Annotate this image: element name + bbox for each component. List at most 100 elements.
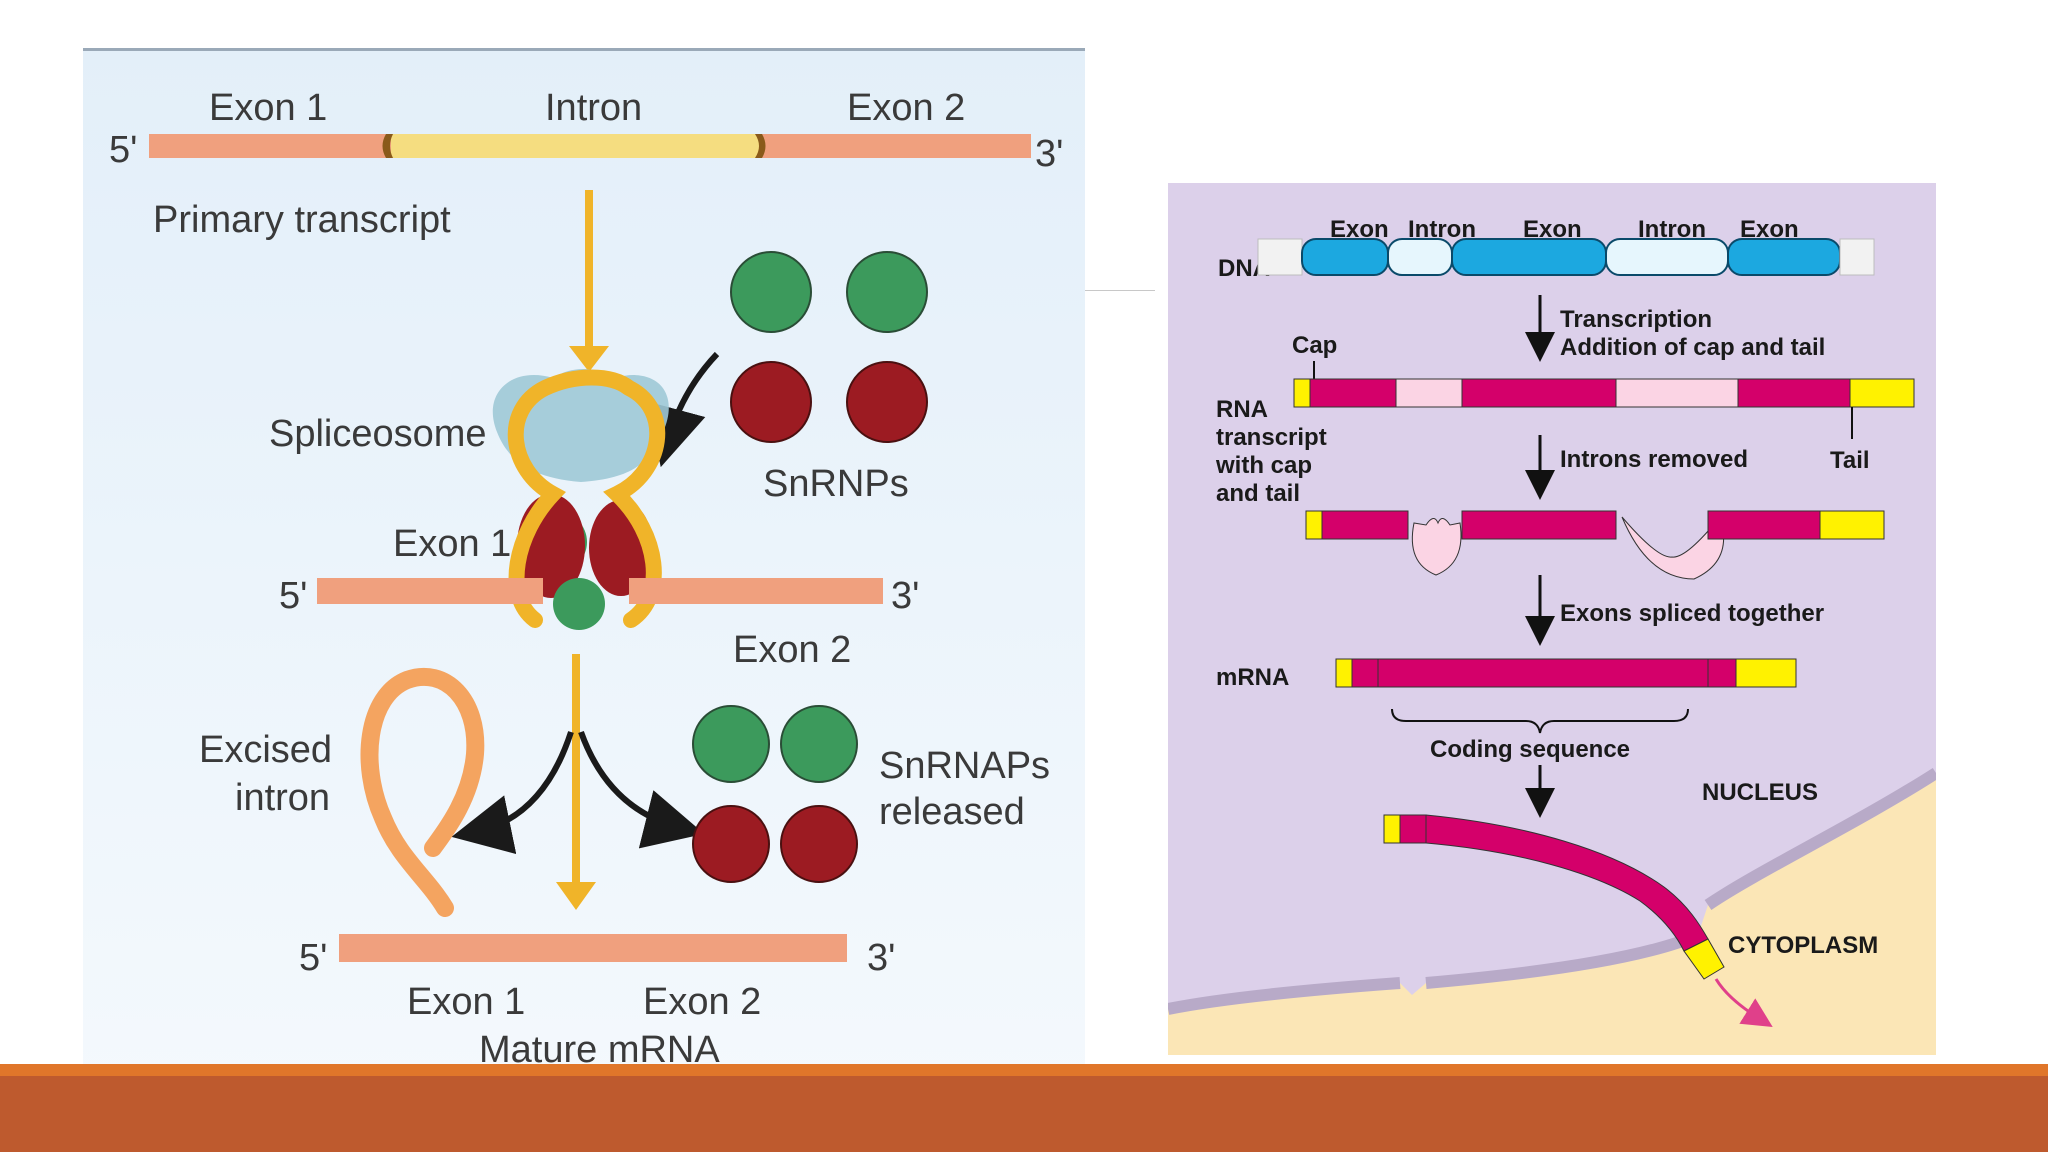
- top-exon2-bar: [761, 134, 1031, 158]
- bottom-exon1-label: Exon 1: [407, 981, 525, 1023]
- arrow-to-excised-intron: [451, 731, 574, 855]
- dna-exon-label-2: Exon: [1523, 216, 1582, 243]
- released-snrnp-green-1: [692, 705, 770, 783]
- mrna-coding: [1377, 658, 1709, 688]
- top-intron-label: Intron: [545, 87, 642, 129]
- rna-transcript-label-line2: transcript: [1216, 424, 1327, 451]
- top-exon2-label: Exon 2: [847, 87, 965, 129]
- excised-intron-label-line2: intron: [235, 777, 330, 819]
- intron-lariat-loop: [507, 369, 666, 628]
- dna-strand-right: [1839, 238, 1875, 276]
- transcription-label: Transcription: [1560, 306, 1712, 333]
- exported-mrna-tail: [1683, 938, 1725, 980]
- snrnp-join-arrow: [647, 351, 720, 468]
- splice-site-mark-left: [382, 134, 393, 158]
- snrnp-red-1: [730, 361, 812, 443]
- cap-tail-addition-label: Addition of cap and tail: [1560, 334, 1825, 361]
- snrnaps-released-label-line1: SnRNAPs: [879, 745, 1050, 787]
- rna-exon-2: [1461, 378, 1617, 408]
- rna-transcript-label-line4: and tail: [1216, 480, 1300, 507]
- left-panel-background: [83, 48, 1085, 1098]
- excised-intron-label-line1: Excised: [199, 729, 332, 771]
- spliced-exon-3: [1707, 510, 1821, 540]
- dna-intron-label-1: Intron: [1408, 216, 1476, 243]
- released-snrnp-green-2: [780, 705, 858, 783]
- spliceosome-green-unit-2: [553, 578, 605, 630]
- dna-strand-left: [1257, 238, 1303, 276]
- mature-mrna-bar: [339, 934, 847, 962]
- snrnaps-released-label-line2: released: [879, 791, 1025, 833]
- rna-intron-2: [1615, 378, 1739, 408]
- mrna-utr-left: [1351, 658, 1379, 688]
- cytoplasm-label: CYTOPLASM: [1728, 932, 1878, 959]
- dna-exon-3: [1727, 238, 1841, 276]
- dna-exon-label-3: Exon: [1740, 216, 1799, 243]
- gene-expression-diagram-right: DNA Exon Intron Exon Intron Exon Transcr…: [1168, 183, 1936, 1055]
- middle-exon1-bar: [317, 578, 543, 604]
- divider-line: [1085, 290, 1155, 291]
- top-5prime-label: 5': [109, 129, 137, 171]
- mrna-tail: [1735, 658, 1797, 688]
- left-panel-top-border: [83, 48, 1085, 51]
- excised-intron-1: [1411, 518, 1462, 576]
- top-intron-bar: [391, 134, 761, 158]
- rna-transcript-label-line1: RNA: [1216, 396, 1268, 423]
- released-snrnp-red-2: [780, 805, 858, 883]
- middle-5prime-label: 5': [279, 575, 307, 617]
- arrow-down-2-head: [556, 882, 596, 910]
- snrnps-label: SnRNPs: [763, 463, 909, 505]
- rna-exon-1: [1309, 378, 1397, 408]
- middle-exon2-label: Exon 2: [733, 629, 851, 671]
- mrna-utr-right: [1707, 658, 1737, 688]
- snrnp-red-2: [846, 361, 928, 443]
- splice-site-mark-right: [755, 134, 766, 158]
- bottom-3prime-label: 3': [867, 937, 895, 979]
- bottom-5prime-label: 5': [299, 937, 327, 979]
- spliceosome-label: Spliceosome: [269, 413, 487, 455]
- nucleus-label: NUCLEUS: [1702, 779, 1818, 806]
- introns-removed-label: Introns removed: [1560, 446, 1748, 473]
- snrnp-green-2: [846, 251, 928, 333]
- middle-exon2-bar: [629, 578, 883, 604]
- coding-sequence-label: Coding sequence: [1430, 736, 1630, 763]
- tail-label: Tail: [1830, 447, 1870, 474]
- exons-spliced-label: Exons spliced together: [1560, 600, 1824, 627]
- coding-sequence-brace: [1391, 708, 1689, 734]
- nuclear-envelope: [1168, 767, 1936, 1015]
- bottom-exon2-label: Exon 2: [643, 981, 761, 1023]
- splicing-diagram-left: Exon 1 Intron Exon 2 5' 3' Primary trans…: [83, 48, 1085, 1098]
- footer-band-thin: [0, 1064, 2048, 1076]
- primary-transcript-label: Primary transcript: [153, 199, 451, 241]
- middle-exon1-label: Exon 1: [393, 523, 511, 565]
- excised-intron-lariat: [360, 667, 485, 917]
- mrna-cap: [1335, 658, 1353, 688]
- arrow-to-snrnaps: [578, 730, 705, 849]
- rna-cap: [1293, 378, 1311, 408]
- rna-transcript-label-line3: with cap: [1215, 452, 1312, 479]
- arrow-down-1-head: [569, 346, 609, 372]
- spliced-cap: [1305, 510, 1323, 540]
- exported-mrna-utr: [1399, 814, 1427, 844]
- dna-exon-1: [1301, 238, 1389, 276]
- top-3prime-label: 3': [1035, 133, 1063, 175]
- rna-exon-3: [1737, 378, 1851, 408]
- middle-3prime-label: 3': [891, 575, 919, 617]
- top-exon1-label: Exon 1: [209, 87, 327, 129]
- dna-exon-label-1: Exon: [1330, 216, 1389, 243]
- exported-mrna-cap: [1383, 814, 1401, 844]
- dna-exon-2: [1451, 238, 1607, 276]
- rna-intron-1: [1395, 378, 1463, 408]
- spliced-exon-2: [1461, 510, 1617, 540]
- export-arrow-pink: [1714, 978, 1773, 1027]
- mrna-label: mRNA: [1216, 664, 1289, 691]
- released-snrnp-red-1: [692, 805, 770, 883]
- dna-intron-1: [1387, 238, 1453, 276]
- dna-intron-2: [1605, 238, 1729, 276]
- spliced-tail: [1819, 510, 1885, 540]
- dna-intron-label-2: Intron: [1638, 216, 1706, 243]
- rna-tail: [1849, 378, 1915, 408]
- top-exon1-bar: [149, 134, 391, 158]
- cap-label: Cap: [1292, 332, 1337, 359]
- footer-band-thick: [0, 1076, 2048, 1152]
